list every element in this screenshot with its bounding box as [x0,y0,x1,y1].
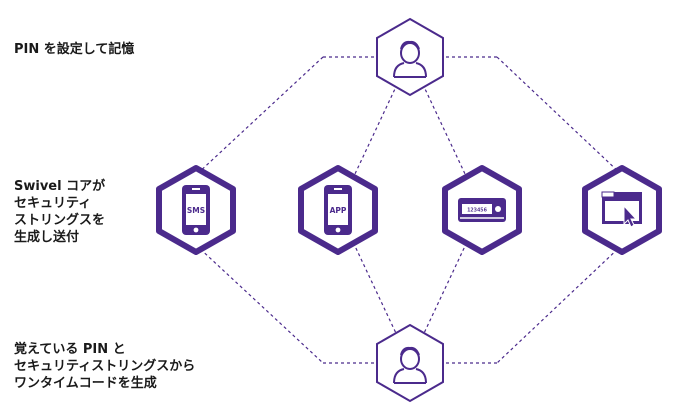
label-core-sends-strings: Swivel コアが セキュリティ ストリングスを 生成し送付 [14,179,106,245]
connector-top-to-sms [195,56,324,176]
connector-browser-to-bottom [496,244,623,364]
hardware-token-icon: 123456 [458,198,506,222]
node-token: 123456 [442,165,522,255]
sms-label: SMS [187,206,205,215]
node-user-bottom [376,323,444,403]
browser-window-icon [601,191,642,228]
node-browser [582,165,662,255]
node-app: APP [298,165,378,255]
connectors [195,56,623,364]
app-label: APP [330,206,347,215]
connector-sms-to-bottom [195,244,324,364]
phone-app-icon: APP [324,185,352,235]
token-code: 123456 [467,208,488,214]
label-set-pin: PIN を設定して記憶 [14,42,135,57]
cursor-icon [623,204,638,228]
user-icon [393,40,427,78]
user-icon [393,346,427,384]
node-sms: SMS [156,165,236,255]
node-user-top [376,17,444,97]
label-generate-otc: 覚えている PIN と セキュリティストリングスから ワンタイムコードを生成 [14,342,196,391]
phone-sms-icon: SMS [182,185,210,235]
connector-top-to-browser [496,56,623,176]
